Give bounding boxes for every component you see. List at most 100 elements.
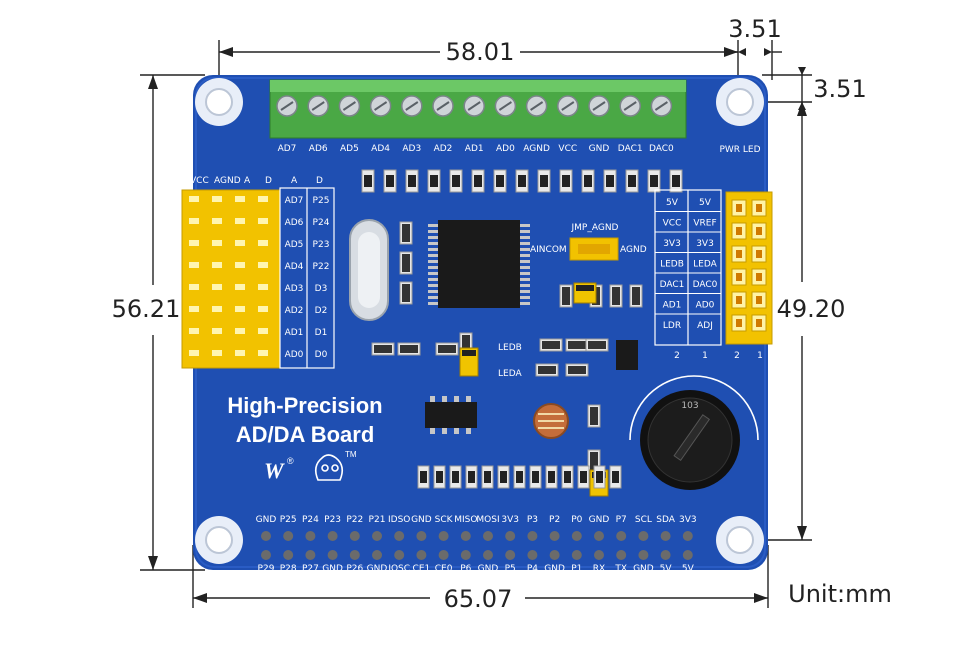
label-agnd: AGND: [214, 176, 241, 186]
header-pin: [189, 350, 199, 356]
jumper-table-left: AD1: [663, 301, 682, 311]
gpio-top-label: MOSI: [476, 515, 499, 525]
jumper-left-label: AINCOM: [530, 245, 567, 255]
header-pin: [258, 218, 268, 224]
gpio-pin: [483, 550, 493, 560]
jumper-table-right: DAC0: [693, 280, 718, 290]
header-pin: [258, 284, 268, 290]
gpio-bottom-label: CE1: [413, 564, 431, 574]
terminal-label: AD0: [496, 144, 515, 154]
gpio-pin: [571, 531, 582, 541]
left-header-top-labels: VCC AGND A D A D: [190, 176, 323, 186]
header-pin: [212, 284, 222, 290]
jumper-table-right: 5V: [699, 198, 712, 208]
header-pin: [235, 218, 245, 224]
jumper-table-right: ADJ: [697, 321, 713, 331]
gpio-pin: [616, 550, 627, 560]
gpio-bottom-label: GND: [478, 564, 499, 574]
dimension-lines: [140, 40, 812, 608]
gpio-top-label: SDA: [656, 515, 675, 525]
photoresistor: [533, 403, 569, 439]
terminal-label: DAC1: [618, 144, 643, 154]
terminal-label: AD2: [434, 144, 453, 154]
gpio-pin: [394, 550, 405, 560]
gpio-top-label: 3V3: [679, 515, 697, 525]
dim-left-height: 56.21: [112, 295, 181, 323]
gpio-pin: [283, 531, 294, 541]
board-title-line2: AD/DA Board: [236, 422, 375, 447]
header-pin: [235, 350, 245, 356]
terminal-label: AD1: [465, 144, 484, 154]
label-a1: A: [244, 176, 251, 186]
header-pin: [189, 196, 199, 202]
gpio-header: [261, 531, 693, 560]
gpio-top-label: P22: [346, 515, 363, 525]
gpio-bottom-label: P27: [302, 564, 319, 574]
gpio-top-label: P24: [302, 515, 319, 525]
led-a-label: LEDA: [498, 369, 522, 379]
screw-terminal-block: [269, 79, 687, 139]
header-pin: [258, 240, 268, 246]
gpio-bottom-label: IOSC: [388, 564, 410, 574]
gpio-pin: [261, 531, 271, 541]
gpio-bottom-label: P4: [527, 564, 538, 574]
terminal-label: AD6: [309, 144, 328, 154]
header-pin: [189, 218, 199, 224]
dim-top-width: 58.01: [446, 38, 515, 66]
gpio-bottom-label: GND: [633, 564, 654, 574]
gpio-pin: [460, 531, 471, 541]
gpio-top-label: GND: [256, 515, 277, 525]
gpio-pin: [571, 550, 582, 560]
gpio-pin: [616, 531, 627, 541]
op-amp-chip: [616, 340, 638, 370]
gpio-pin: [416, 550, 427, 560]
header-pin: [258, 328, 268, 334]
jumper-label: JMP_AGND: [571, 223, 619, 233]
gpio-bottom-label: GND: [322, 564, 343, 574]
gpio-bottom-label: P5: [505, 564, 516, 574]
gpio-pin: [416, 531, 427, 541]
gpio-top-label: P3: [527, 515, 538, 525]
dim-right-offset-x: 3.51: [728, 15, 781, 43]
gpio-pin: [638, 550, 649, 560]
gpio-top-label: GND: [589, 515, 610, 525]
gpio-pin: [327, 531, 338, 541]
potentiometer[interactable]: 103: [629, 375, 759, 490]
pot-value-label: 103: [681, 401, 698, 411]
gpio-top-label: P21: [369, 515, 386, 525]
jumper-header: [725, 191, 773, 345]
pwr-led-label: PWR LED: [719, 145, 760, 155]
gpio-pin: [594, 531, 604, 541]
terminal-label: AD7: [278, 144, 297, 154]
dim-bottom-width: 65.07: [444, 585, 513, 613]
header-row-a-label: AD4: [285, 262, 304, 272]
gpio-pin: [594, 550, 604, 560]
header-pin: [235, 262, 245, 268]
adc-chip: [428, 220, 530, 308]
unit-label: Unit:mm: [788, 580, 892, 608]
terminal-label: AD3: [402, 144, 421, 154]
gpio-top-label: SCL: [635, 515, 652, 525]
header-row-a-label: AD5: [285, 240, 304, 250]
header-pin: [258, 350, 268, 356]
gpio-pin: [438, 550, 449, 560]
header-pin: [189, 262, 199, 268]
jumper-table-right: 3V3: [696, 239, 714, 249]
gpio-bottom-label: 5V: [660, 564, 673, 574]
label-d2: D: [316, 176, 323, 186]
gpio-bottom-label: P6: [460, 564, 471, 574]
header-pin: [189, 284, 199, 290]
gpio-bottom-label: P26: [346, 564, 363, 574]
label-a2: A: [291, 176, 298, 186]
gpio-pin: [505, 531, 516, 541]
jumper-table-left: DAC1: [660, 280, 685, 290]
gpio-bottom-label: RX: [593, 564, 605, 574]
header-row-d-label: D2: [315, 306, 328, 316]
jumper-footer-label: 2: [734, 351, 740, 361]
tm-mark: TM: [345, 450, 357, 459]
header-pin: [235, 196, 245, 202]
